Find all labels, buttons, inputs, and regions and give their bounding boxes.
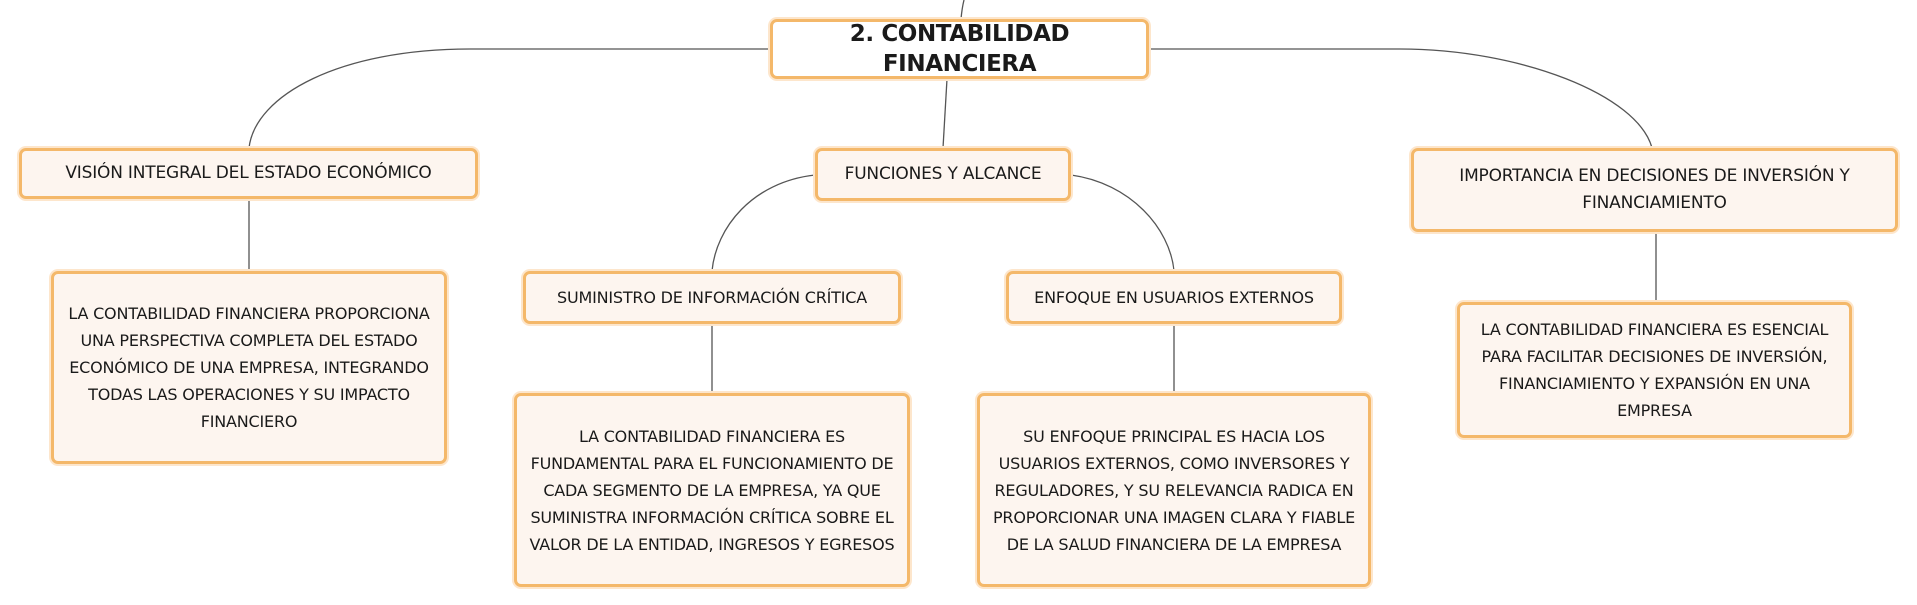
subtopic-enfoque-usuarios[interactable]: ENFOQUE EN USUARIOS EXTERNOS — [1006, 271, 1342, 324]
subtopic-suministro-informacion-label: SUMINISTRO DE INFORMACIÓN CRÍTICA — [557, 288, 867, 307]
central-topic[interactable]: 2. CONTABILIDAD FINANCIERA — [770, 19, 1149, 79]
detail-enfoque-usuarios[interactable]: SU ENFOQUE PRINCIPAL ES HACIA LOS USUARI… — [977, 393, 1371, 587]
detail-vision-integral-text: LA CONTABILIDAD FINANCIERA PROPORCIONA U… — [68, 304, 430, 431]
detail-importancia-decisiones[interactable]: LA CONTABILIDAD FINANCIERA ES ESENCIAL P… — [1457, 302, 1852, 438]
topic-funciones-alcance-label: FUNCIONES Y ALCANCE — [844, 164, 1042, 184]
detail-suministro-informacion[interactable]: LA CONTABILIDAD FINANCIERA ES FUNDAMENTA… — [514, 393, 910, 587]
detail-suministro-informacion-text: LA CONTABILIDAD FINANCIERA ES FUNDAMENTA… — [529, 426, 895, 554]
topic-importancia-decisiones[interactable]: IMPORTANCIA EN DECISIONES DE INVERSIÓN Y… — [1411, 148, 1898, 232]
topic-vision-integral[interactable]: VISIÓN INTEGRAL DEL ESTADO ECONÓMICO — [19, 148, 478, 199]
connector-funciones-enfoque — [1070, 174, 1175, 272]
topic-vision-integral-label: VISIÓN INTEGRAL DEL ESTADO ECONÓMICO — [65, 163, 432, 183]
connector-root-importancia — [1149, 48, 1653, 149]
connector-funciones-suministro — [711, 174, 816, 272]
topic-funciones-alcance[interactable]: FUNCIONES Y ALCANCE — [815, 148, 1071, 201]
detail-enfoque-usuarios-text: SU ENFOQUE PRINCIPAL ES HACIA LOS USUARI… — [992, 426, 1355, 554]
detail-importancia-decisiones-text: LA CONTABILIDAD FINANCIERA ES ESENCIAL P… — [1480, 320, 1829, 420]
connector-parent-root — [960, 0, 965, 20]
subtopic-suministro-informacion[interactable]: SUMINISTRO DE INFORMACIÓN CRÍTICA — [523, 271, 901, 324]
central-topic-label: 2. CONTABILIDAD FINANCIERA — [849, 21, 1070, 77]
connector-root-funciones — [942, 78, 948, 149]
detail-vision-integral[interactable]: LA CONTABILIDAD FINANCIERA PROPORCIONA U… — [51, 271, 447, 464]
connector-root-vision — [248, 48, 770, 149]
subtopic-enfoque-usuarios-label: ENFOQUE EN USUARIOS EXTERNOS — [1034, 288, 1314, 307]
topic-importancia-decisiones-label: IMPORTANCIA EN DECISIONES DE INVERSIÓN Y… — [1459, 166, 1850, 213]
